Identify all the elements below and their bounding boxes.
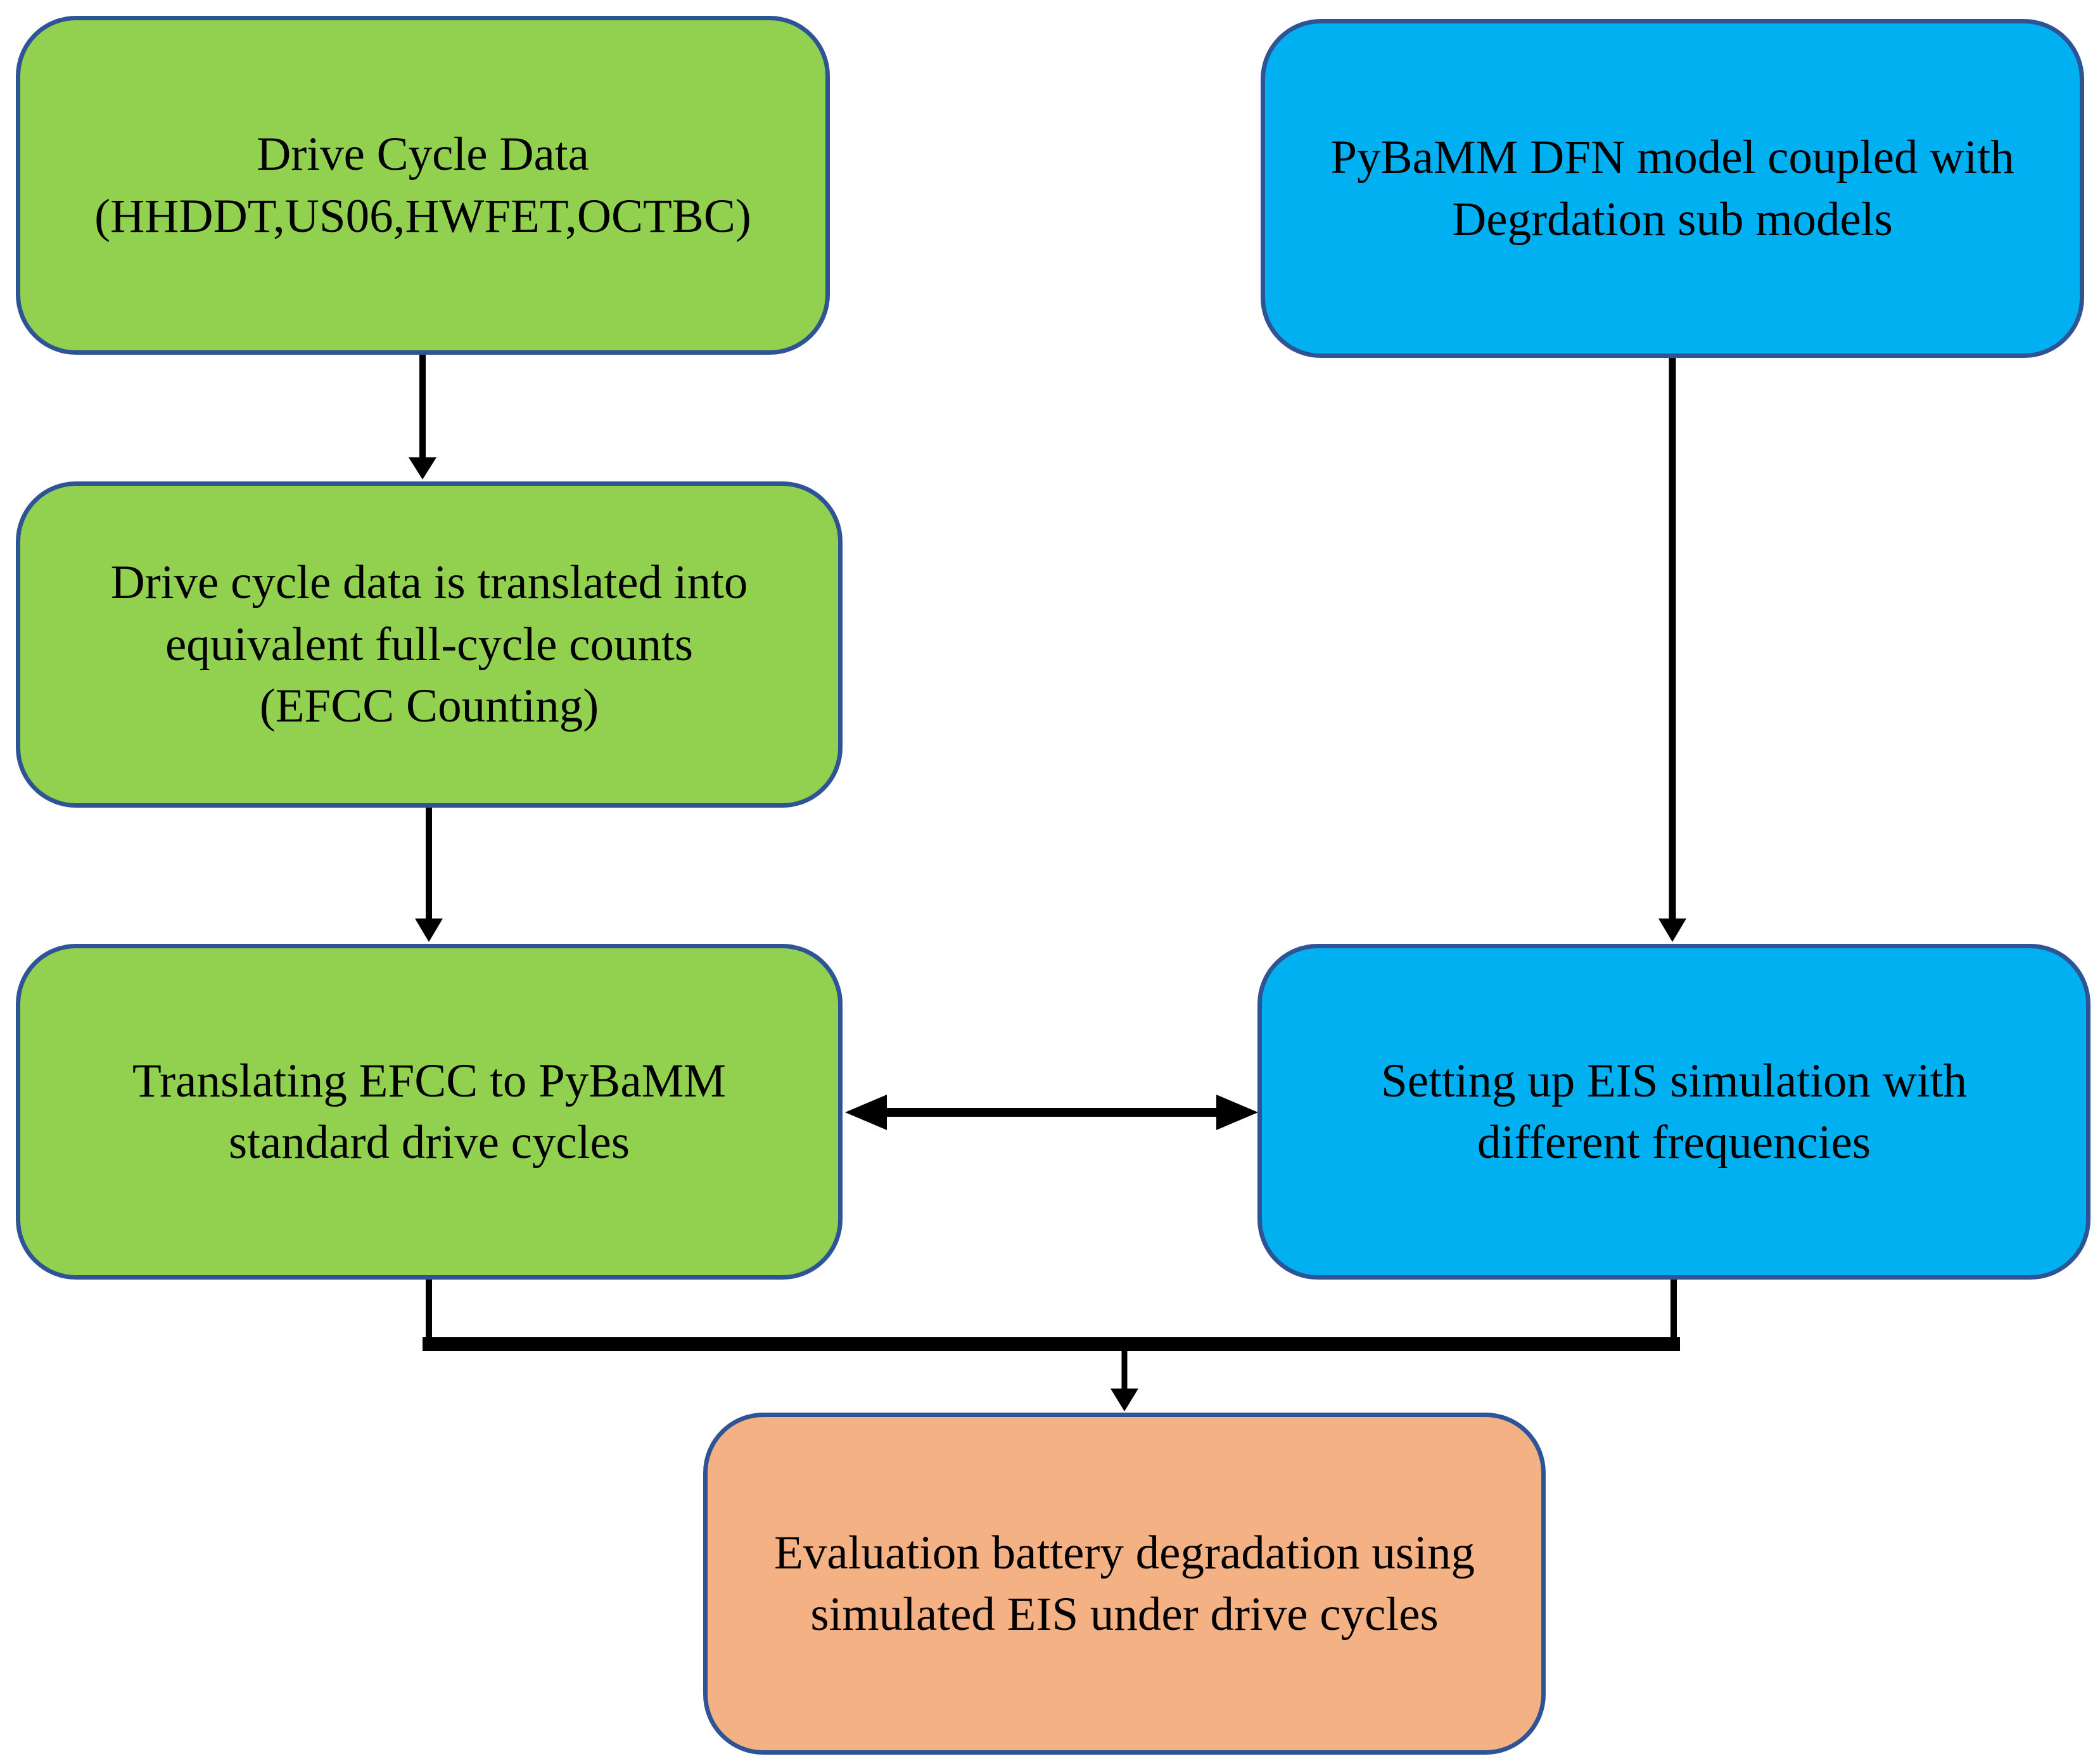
box-evaluation-line-1: Evaluation battery degradation using xyxy=(774,1526,1475,1579)
box-efcc-counting-line-1: Drive cycle data is translated into xyxy=(110,556,748,609)
box-drive-cycle-data: Drive Cycle Data (HHDDT,US06,HWFET,OCTBC… xyxy=(16,16,830,355)
arrow-translate-eis-double-icon xyxy=(845,1095,1258,1130)
arrow-pybamm-to-eis-icon xyxy=(1658,358,1686,942)
box-translate-efcc-line-2: standard drive cycles xyxy=(228,1116,630,1169)
arrow-efcc-to-translate-icon xyxy=(415,808,443,942)
box-evaluation-degradation: Evaluation battery degradation using sim… xyxy=(703,1413,1546,1755)
box-evaluation-line-2: simulated EIS under drive cycles xyxy=(810,1588,1439,1641)
box-efcc-counting: Drive cycle data is translated into equi… xyxy=(16,481,843,808)
box-pybamm-dfn-line-2: Degrdation sub models xyxy=(1452,193,1893,246)
box-efcc-counting-line-2: equivalent full-cycle counts xyxy=(165,618,694,671)
box-drive-cycle-data-line-2: (HHDDT,US06,HWFET,OCTBC) xyxy=(94,189,751,243)
box-eis-setup-line-1: Setting up EIS simulation with xyxy=(1380,1054,1967,1107)
box-translate-efcc-line-1: Translating EFCC to PyBaMM xyxy=(132,1054,726,1107)
arrow-merge-to-evaluation-icon xyxy=(423,1280,1680,1411)
box-translate-efcc: Translating EFCC to PyBaMM standard driv… xyxy=(16,944,843,1280)
box-pybamm-dfn-line-1: PyBaMM DFN model coupled with xyxy=(1330,131,2014,184)
arrow-drive-cycle-to-efcc-icon xyxy=(409,355,436,480)
box-drive-cycle-data-line-1: Drive Cycle Data xyxy=(257,128,589,181)
box-eis-simulation-setup: Setting up EIS simulation with different… xyxy=(1257,944,2090,1280)
box-efcc-counting-line-3: (EFCC Counting) xyxy=(259,680,599,733)
box-pybamm-dfn-model: PyBaMM DFN model coupled with Degrdation… xyxy=(1261,19,2084,358)
box-eis-setup-line-2: different frequencies xyxy=(1477,1116,1871,1169)
